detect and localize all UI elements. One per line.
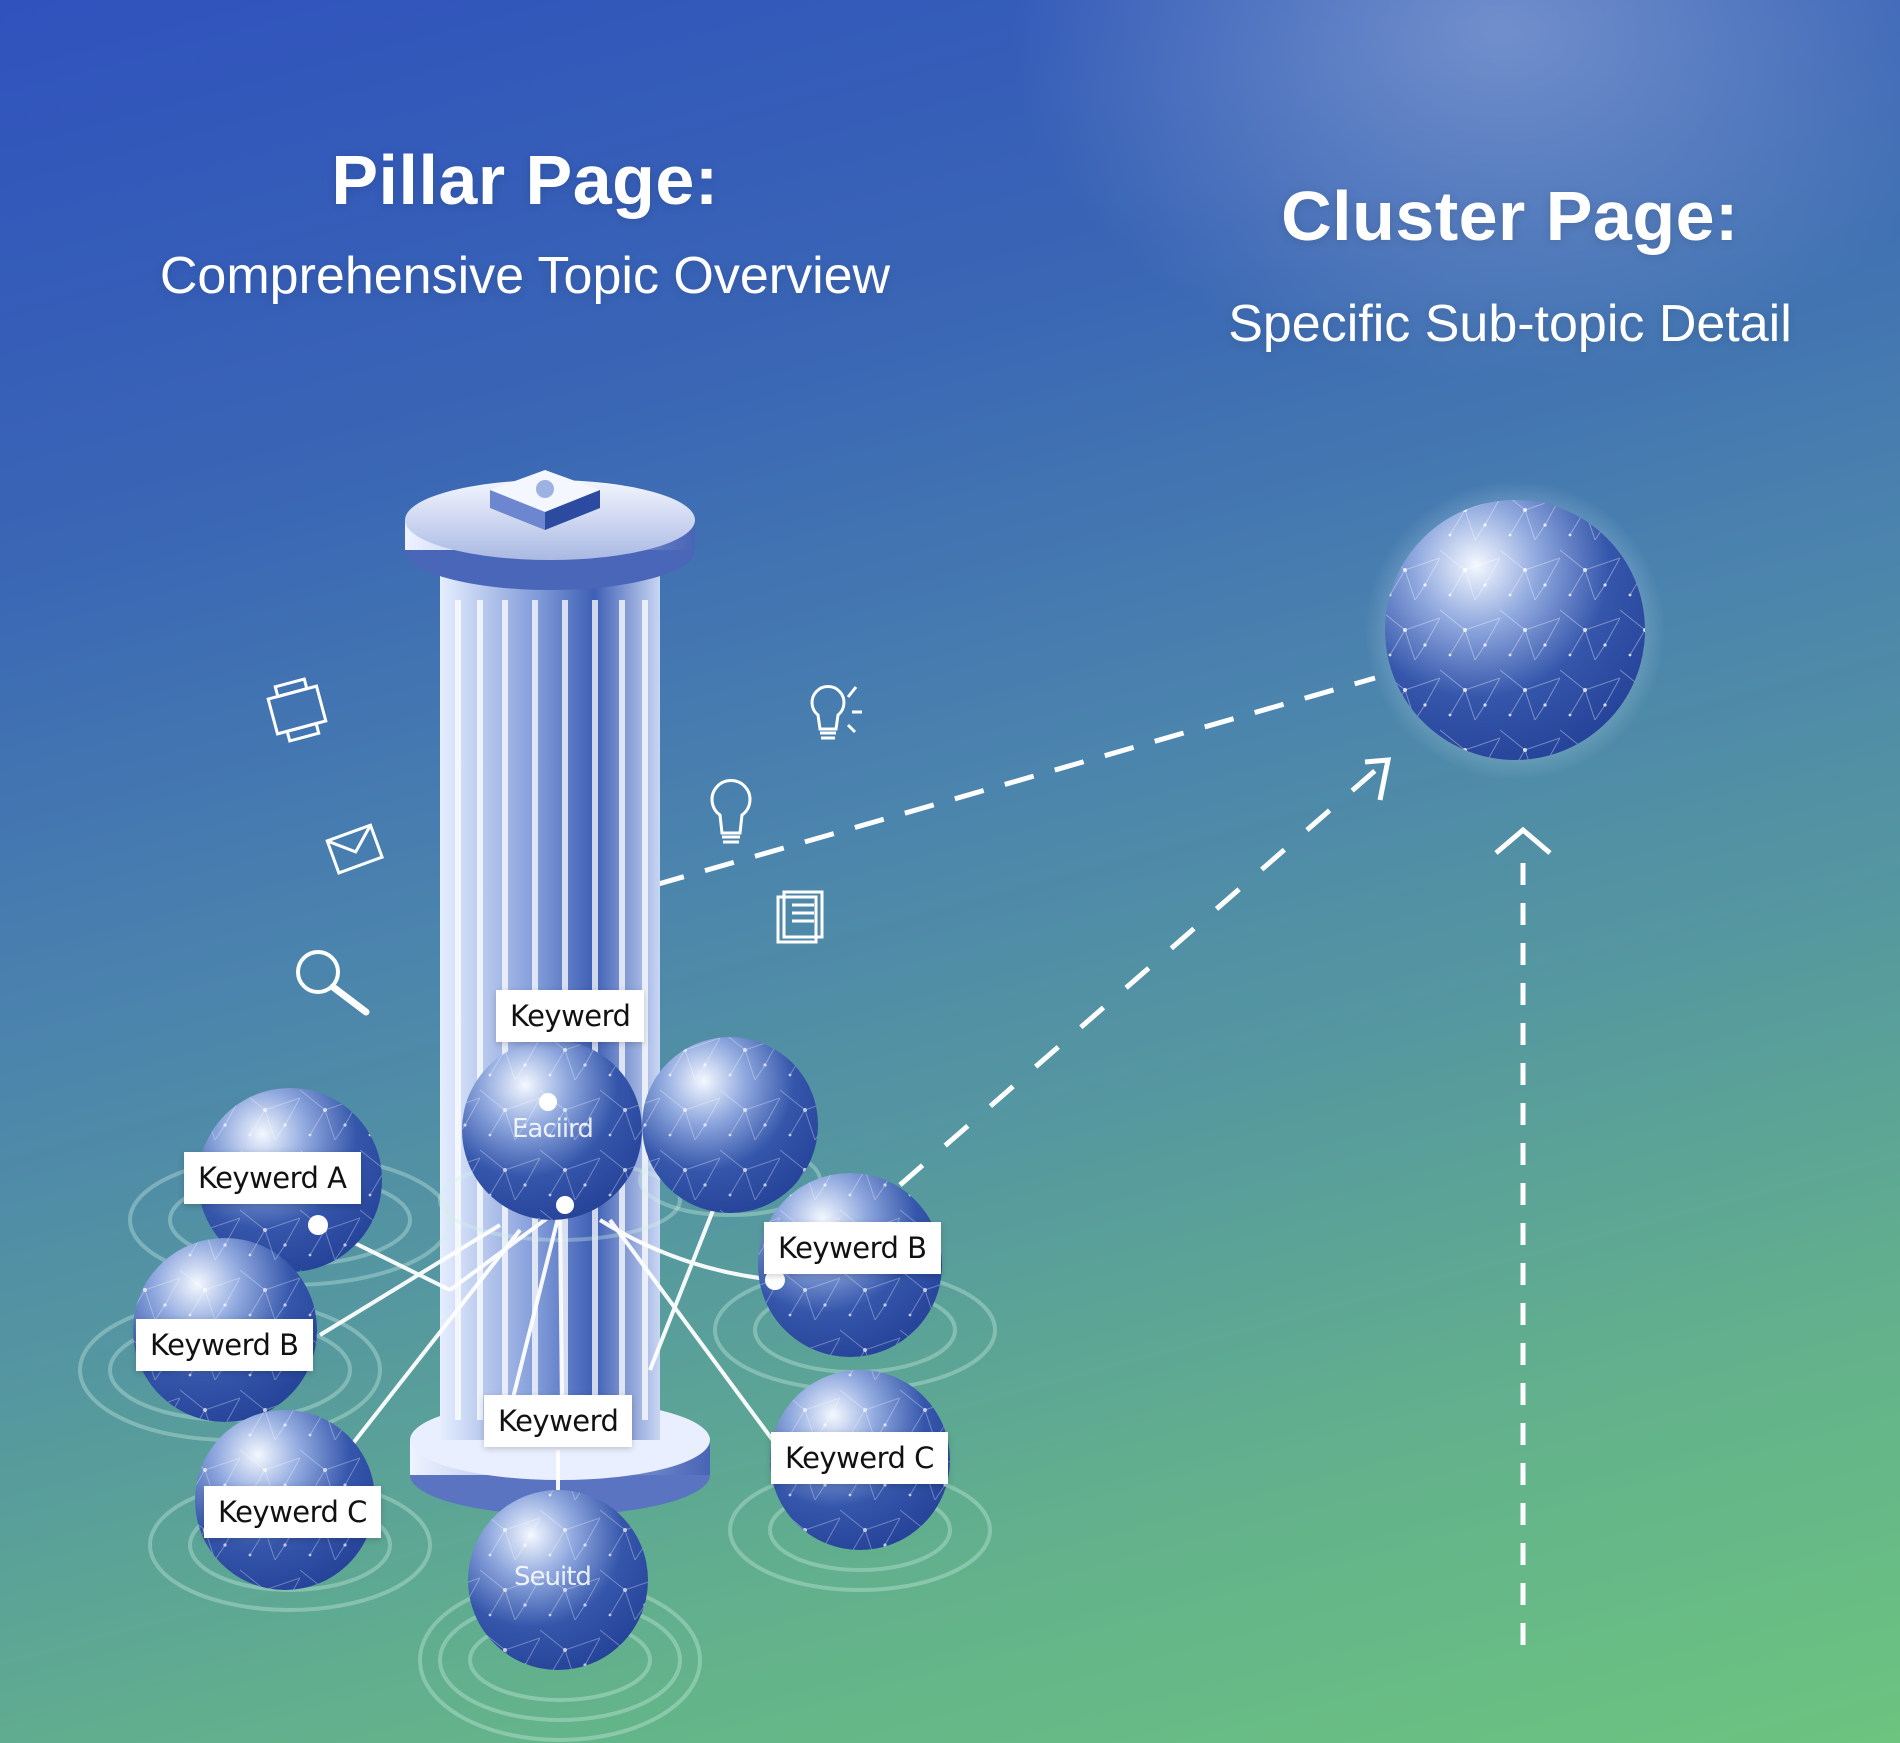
connector-lines	[317, 1044, 782, 1490]
notes-icon	[776, 890, 824, 944]
lightbulb-icon	[710, 779, 752, 844]
keyword-label-left-c: Keywerd C	[204, 1486, 381, 1538]
cluster-subheading: Specific Sub-topic Detail	[1228, 295, 1792, 353]
keyword-label-right-b: Keywerd B	[764, 1222, 941, 1274]
keyword-label-right-c: Keywerd C	[771, 1432, 948, 1484]
envelope-icon	[325, 823, 385, 875]
center-orb-text: Eaciird	[512, 1114, 594, 1144]
keyword-label-top-center: Keywerd	[496, 990, 645, 1042]
connector-dots	[308, 1093, 785, 1290]
document-icon	[266, 677, 328, 743]
cluster-title-block: Cluster Page: Specific Sub-topic Detail	[1170, 176, 1850, 354]
dashed-arrow-bottom-to-cluster	[1494, 826, 1552, 1645]
cluster-page-orb	[1365, 480, 1665, 780]
bottom-orb-text: Seuitd	[514, 1562, 592, 1592]
pillar-cube-icon	[490, 470, 600, 530]
lightbulb-icon	[810, 685, 862, 740]
pillar-subheading: Comprehensive Topic Overview	[159, 247, 891, 305]
orb-center	[462, 1040, 642, 1220]
keyword-label-bottom-center: Keywerd	[484, 1395, 633, 1447]
dashed-arrow-orb-to-cluster	[898, 757, 1392, 1187]
dashed-arrow-pillar-to-cluster	[654, 675, 1376, 888]
search-icon	[296, 950, 370, 1016]
orb-bottom	[468, 1490, 648, 1670]
orb-center-right	[642, 1037, 818, 1213]
cluster-heading: Cluster Page:	[1281, 177, 1739, 255]
pillar-heading: Pillar Page:	[331, 141, 719, 219]
keyword-label-left-b: Keywerd B	[136, 1319, 313, 1371]
keyword-label-left-a: Keywerd A	[184, 1152, 361, 1204]
pillar-title-block: Pillar Page: Comprehensive Topic Overvie…	[100, 140, 950, 306]
